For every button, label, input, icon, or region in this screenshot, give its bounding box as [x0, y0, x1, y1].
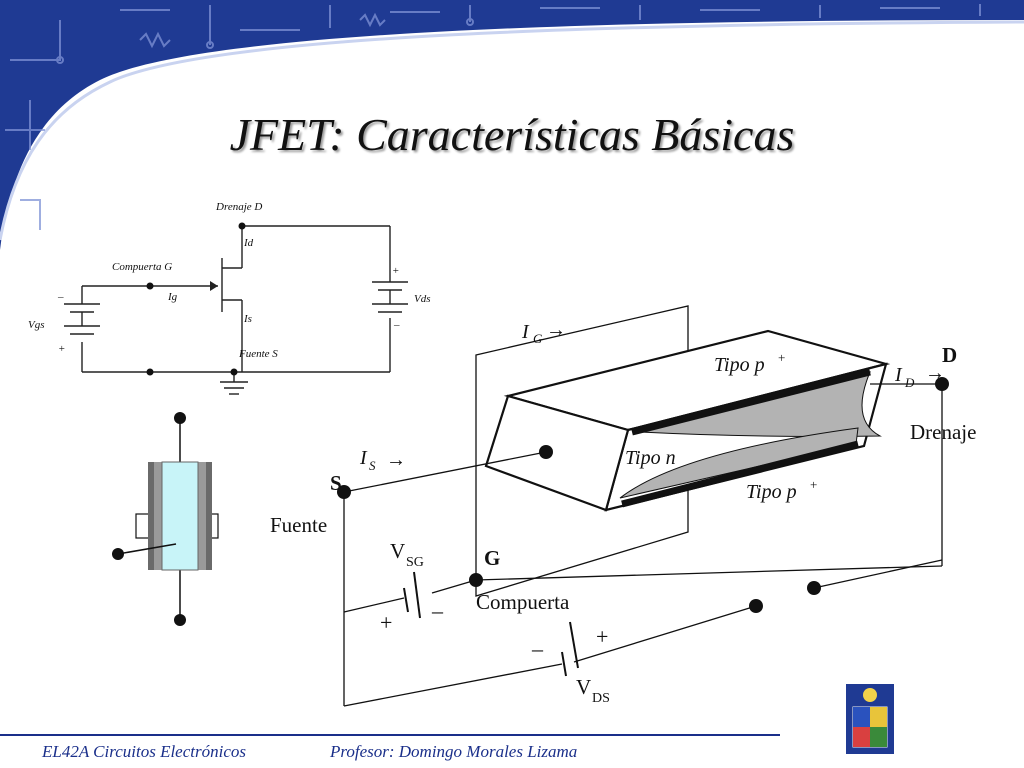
label-fuente: Fuente	[270, 513, 327, 537]
id-arrow-icon: →	[925, 362, 945, 384]
label-is-main: I	[359, 447, 368, 469]
label-tipo-p-top-sup: +	[778, 350, 785, 365]
circuit-motif	[5, 4, 981, 230]
label-tipo-p-top: Tipo p	[714, 354, 765, 376]
label-vgs-minus: –	[57, 291, 64, 303]
label-vds-minus: –	[531, 636, 544, 661]
label-vds-main: V	[576, 675, 591, 699]
jfet-schematic	[64, 225, 408, 395]
label-s: S	[330, 471, 342, 495]
device-labels: I G → D I D → Drenaje Tipo p + Tipo n Ti…	[270, 319, 976, 706]
label-vds-plus: +	[392, 265, 399, 277]
label-tipo-n: Tipo n	[625, 447, 676, 469]
label-id-sub: D	[904, 375, 915, 390]
schematic-nodes	[146, 222, 246, 376]
label-tipo-p-bottom: Tipo p	[746, 481, 797, 503]
label-id-main: I	[894, 364, 903, 386]
label-vds-plus: +	[596, 624, 608, 649]
header-wave-highlight	[0, 20, 1024, 241]
label-vds-minus: –	[393, 319, 400, 331]
label-vgs: Vgs	[28, 319, 45, 331]
label-compuerta-g: Compuerta G	[112, 261, 172, 273]
label-ig-main: I	[521, 321, 530, 343]
label-fuente-s: Fuente S	[238, 348, 278, 360]
jfet-device-3d	[337, 305, 949, 707]
label-vsg-sub: SG	[406, 555, 424, 570]
device-nodes	[337, 377, 949, 613]
label-vgs-plus: +	[58, 343, 65, 355]
footer-course: EL42A Circuitos Electrónicos	[42, 742, 246, 761]
label-drenaje-d: Drenaje D	[215, 201, 262, 213]
schematic-labels: Drenaje D Compuerta G Fuente S Id Ig Is …	[28, 201, 431, 360]
label-is: Is	[243, 313, 252, 325]
label-tipo-p-bottom-sup: +	[810, 477, 817, 492]
label-vds: Vds	[414, 293, 431, 305]
label-id: Id	[243, 237, 254, 249]
jfet-cross-section	[112, 412, 219, 626]
label-vsg-main: V	[390, 539, 405, 563]
label-vsg-plus: +	[380, 610, 392, 635]
header-banner	[0, 0, 1024, 250]
footer-professor: Profesor: Domingo Morales Lizama	[330, 742, 578, 761]
university-crest-logo	[846, 684, 894, 754]
ig-arrow-icon: →	[546, 319, 566, 341]
label-vds-sub: DS	[592, 691, 610, 706]
slide-title: JFET: Características Básicas	[229, 109, 795, 160]
label-ig-sub: G	[533, 331, 543, 346]
label-compuerta: Compuerta	[476, 590, 570, 614]
label-drenaje: Drenaje	[910, 420, 976, 444]
gate-arrow-icon	[210, 281, 218, 291]
header-blue-shape	[0, 0, 1024, 250]
label-g: G	[484, 546, 500, 570]
label-is-sub: S	[369, 458, 376, 473]
label-d: D	[942, 343, 957, 367]
label-ig: Ig	[167, 291, 178, 303]
label-vsg-minus: –	[431, 598, 444, 623]
footer-divider	[0, 734, 780, 736]
is-arrow-icon: →	[386, 449, 406, 471]
